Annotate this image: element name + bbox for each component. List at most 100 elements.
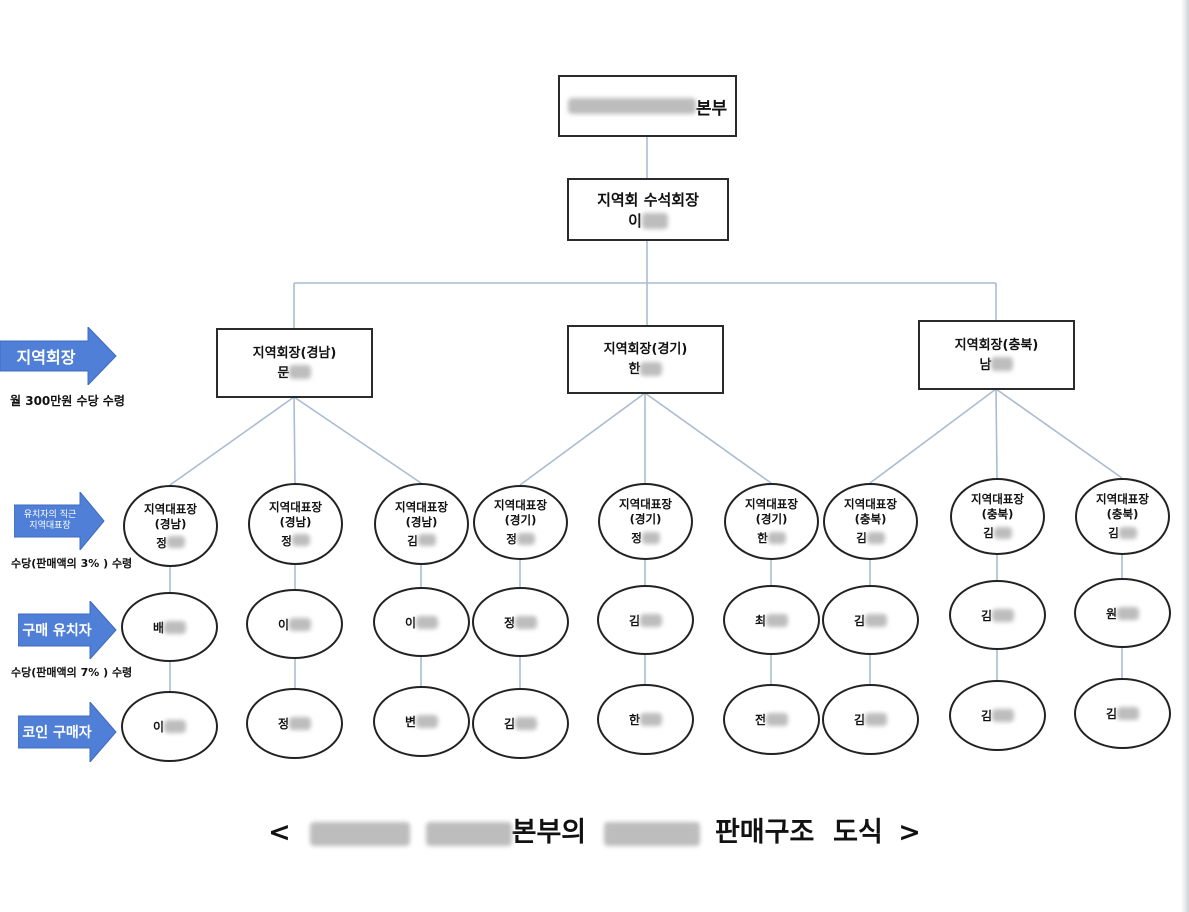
buyer-oval: 배 [121, 592, 218, 662]
chair-title: 지역회장(충북) [954, 337, 1039, 353]
buyer-name: 이 [277, 617, 290, 632]
coin-buyer-oval: 김 [949, 680, 1046, 751]
caption-open-bracket: < [268, 817, 291, 848]
rep-oval: 지역대표장 (경남) 정 [123, 485, 218, 567]
rep-caption: 수당(판매액의 3% ) 수령 [11, 557, 133, 570]
chair-title: 지역회장(경기) [603, 342, 688, 357]
buyer-name: 김 [628, 613, 641, 628]
redacted-name [766, 613, 789, 627]
rep-title: 지역대표장 [619, 497, 672, 511]
coin-buyer-oval: 전 [723, 684, 820, 755]
coin-buyer-oval: 김 [822, 684, 919, 755]
redacted-name [416, 715, 439, 728]
rep-region: (경기) [755, 512, 788, 526]
redacted-text [425, 821, 512, 846]
rep-oval: 지역대표장 (경기) 정 [473, 485, 568, 560]
redacted-name [417, 534, 436, 546]
rep-name: 김 [983, 526, 994, 540]
redacted-name [866, 531, 885, 544]
coin-buyer-oval: 정 [246, 688, 343, 759]
redacted-name [640, 361, 663, 376]
redacted-name [992, 709, 1015, 722]
buyer-name: 김 [853, 613, 866, 628]
rep-arrow-icon [14, 492, 105, 550]
coin-buyer-oval: 변 [373, 686, 470, 757]
redacted-name [767, 531, 786, 544]
redacted-name [164, 620, 187, 634]
rep-name: 김 [856, 531, 867, 545]
rep-region: (경기) [504, 513, 537, 527]
redacted-name [993, 526, 1012, 539]
redacted-name [991, 357, 1014, 371]
rep-oval: 지역대표장 (충북) 김 [823, 483, 918, 560]
rep-oval: 지역대표장 (경남) 김 [374, 483, 469, 565]
chair-arrow-label: 지역회장 [16, 348, 76, 367]
rep-arrow-line1: 유치자의 직근 [23, 510, 77, 520]
coin-buyer-name: 김 [1105, 707, 1118, 721]
rep-name: 정 [156, 535, 167, 550]
rep-region: (경남) [154, 516, 187, 531]
buyer-name: 이 [404, 615, 417, 630]
rep-oval: 지역대표장 (경기) 한 [724, 483, 819, 560]
buyer-oval: 원 [1074, 578, 1171, 648]
redacted-name [1117, 707, 1140, 720]
coin-buyer-name: 정 [277, 717, 290, 731]
redacted-name [289, 617, 312, 631]
rep-region: (충북) [1106, 507, 1139, 521]
rep-region: (충북) [981, 507, 1014, 521]
caption-middle: 본부의 [511, 817, 587, 848]
hq-box: 본부 [558, 75, 737, 137]
rep-region: (경남) [405, 514, 438, 529]
rep-arrow-label: 유치자의 직근 지역대표장 [14, 505, 86, 537]
rep-oval: 지역대표장 (충북) 김 [1075, 478, 1170, 555]
coin-buyer-name: 변 [404, 715, 417, 729]
buyer-oval: 김 [822, 585, 919, 655]
redacted-name [291, 534, 310, 546]
redacted-name [641, 213, 668, 229]
rep-region: (경남) [279, 514, 312, 529]
redacted-name [515, 615, 538, 629]
coin-buyer-name: 이 [152, 720, 165, 734]
buyer-oval: 김 [597, 585, 694, 655]
buyer-name: 김 [980, 608, 993, 623]
coin-buyer-oval: 김 [472, 688, 569, 759]
coin-buyer-name: 김 [853, 713, 866, 727]
coin-buyer-name: 김 [980, 709, 993, 723]
buyer-arrow-icon [18, 601, 117, 659]
redacted-name [515, 717, 538, 730]
chair-box: 지역회장(충북) 남 [918, 320, 1075, 390]
rep-region: (경기) [629, 512, 662, 526]
redacted-text [567, 98, 696, 114]
chair-box: 지역회장(경남) 문 [216, 328, 373, 398]
redacted-name [289, 365, 312, 379]
chair-caption: 월 300만원 수당 수령 [10, 394, 125, 408]
redacted-name [865, 613, 888, 627]
coin-buyer-oval: 이 [121, 691, 218, 762]
rep-oval: 지역대표장 (경기) 정 [598, 483, 693, 560]
chair-name: 한 [628, 362, 641, 377]
chair-box: 지역회장(경기) 한 [567, 325, 724, 394]
redacted-name [865, 713, 888, 726]
caption-close-bracket: > [898, 817, 921, 848]
coin-arrow-label: 코인 구매자 [22, 725, 92, 741]
coin-buyer-oval: 김 [1074, 678, 1171, 749]
rep-arrow-line2: 지역대표장 [29, 521, 71, 531]
rep-title: 지역대표장 [144, 501, 197, 516]
chair-title: 지역회장(경남) [252, 345, 337, 361]
redacted-name [416, 615, 439, 629]
hq-label: 본부 [695, 98, 728, 119]
redacted-text [603, 821, 700, 846]
buyer-oval: 이 [246, 589, 343, 659]
chair-name: 남 [979, 357, 992, 373]
buyer-arrow-label: 구매 유치자 [22, 623, 92, 639]
coin-buyer-name: 한 [628, 713, 641, 727]
window-edge [1181, 0, 1189, 912]
redacted-name [516, 532, 535, 545]
rep-title: 지역대표장 [971, 492, 1024, 506]
redacted-name [640, 613, 663, 627]
rep-name: 김 [1108, 526, 1119, 540]
rep-name: 김 [407, 533, 418, 548]
buyer-oval: 최 [723, 585, 820, 655]
rep-region: (충북) [854, 512, 887, 526]
